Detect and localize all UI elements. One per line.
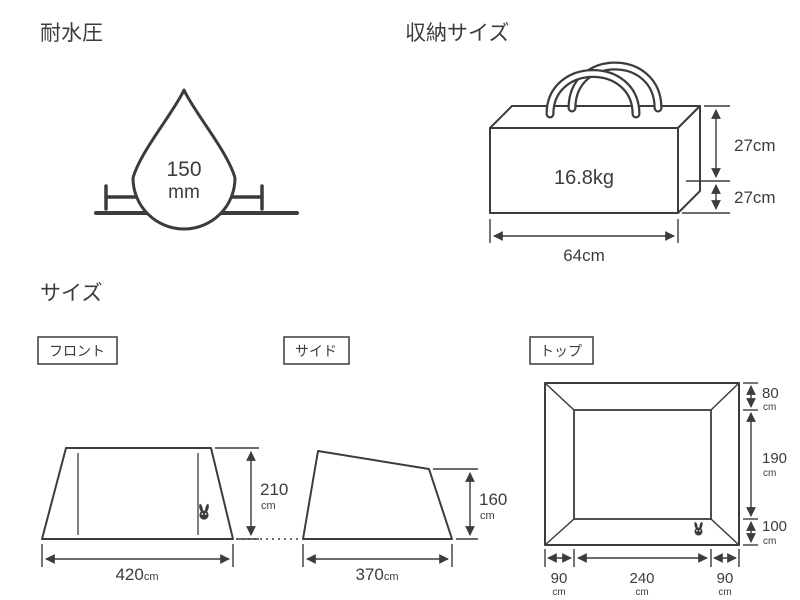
- side-width-label: 370cm: [355, 565, 398, 584]
- side-outline: [302, 450, 453, 540]
- side-height-unit: cm: [480, 510, 495, 522]
- dod-logo-icon: [694, 521, 703, 536]
- bag-handle-rear: [567, 61, 663, 113]
- bag-handle-front: [545, 69, 641, 119]
- top-corner-line: [544, 382, 575, 411]
- top-inner-outline: [573, 409, 712, 520]
- top-right-dim-value: 190: [762, 450, 787, 467]
- top-bottom-dim-value: 90: [717, 570, 734, 587]
- top-bottom-dim-unit: cm: [635, 587, 648, 598]
- bag-width-label: 64cm: [563, 246, 605, 265]
- front-width-label: 420cm: [115, 565, 158, 584]
- side-tab-label: サイド: [295, 343, 337, 359]
- top-right-dim-unit: cm: [763, 536, 776, 547]
- bag-weight: 16.8kg: [554, 167, 614, 189]
- bag-front-face: [489, 127, 679, 214]
- water-value: 150: [166, 158, 201, 181]
- top-right-dim-unit: cm: [763, 468, 776, 479]
- top-bottom-dim-value: 240: [629, 570, 654, 587]
- top-bottom-dim-unit: cm: [552, 587, 565, 598]
- storage-bag-diagram: 16.8kg 27cm 27cm 64cm: [489, 61, 776, 265]
- top-right-dim-unit: cm: [763, 402, 776, 413]
- side-view: サイド 160 cm 370cm: [283, 336, 507, 584]
- water-unit: mm: [168, 182, 200, 203]
- top-tab-box: [529, 336, 594, 365]
- top-tab-label: トップ: [540, 343, 582, 359]
- water-section-title: 耐水圧: [40, 22, 103, 45]
- front-height-unit: cm: [261, 500, 276, 512]
- front-tab-box: [37, 336, 118, 365]
- dod-logo-icon: [199, 503, 209, 520]
- top-corner-line: [544, 518, 575, 546]
- top-right-dim-value: 100: [762, 518, 787, 535]
- top-right-dim-value: 80: [762, 385, 779, 402]
- front-tab-label: フロント: [49, 343, 105, 359]
- top-bottom-dim-unit: cm: [718, 587, 731, 598]
- top-corner-line: [710, 382, 740, 411]
- top-view: トップ 80 cm 190 cm 100 cm: [529, 336, 787, 598]
- front-outline: [41, 447, 234, 540]
- side-height-value: 160: [479, 490, 507, 509]
- top-bottom-dim-value: 90: [551, 570, 568, 587]
- front-height-value: 210: [260, 480, 288, 499]
- front-view: フロント 210 cm 420cm: [37, 336, 299, 584]
- top-corner-line: [710, 518, 740, 546]
- side-tab-box: [283, 336, 350, 365]
- bag-top-face: [489, 105, 701, 129]
- bag-height-label: 27cm: [734, 136, 776, 155]
- bag-depth-label: 27cm: [734, 188, 776, 207]
- water-drop-icon: [131, 88, 237, 231]
- storage-section-title: 収納サイズ: [405, 22, 509, 45]
- size-section-title: サイズ: [40, 282, 102, 305]
- water-drop-diagram: 150 mm: [94, 88, 299, 231]
